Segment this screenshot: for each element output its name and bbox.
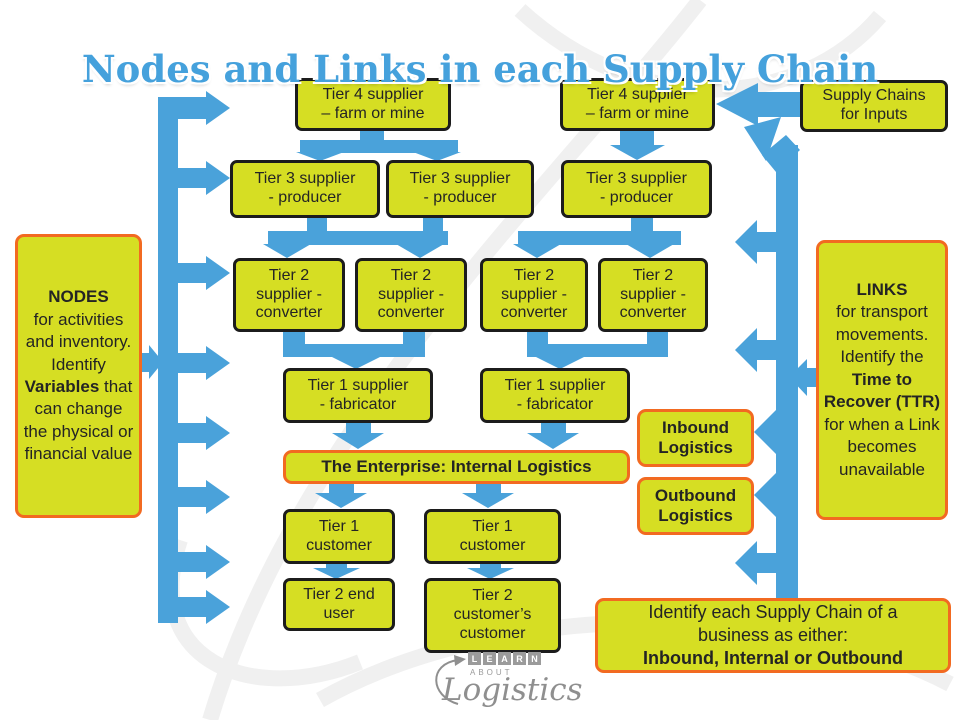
callout-links: LINKS for transport movements. Identify … (816, 240, 948, 520)
left-trunk-arrow (158, 91, 230, 624)
node-tier1-supplier-right: Tier 1 supplier- fabricator (480, 368, 630, 423)
node-tier3-left: Tier 3 supplier- producer (230, 160, 380, 218)
node-tier3-mid: Tier 3 supplier- producer (386, 160, 534, 218)
connector-tier1-to-enterprise (332, 422, 579, 449)
connector-tier4-right-to-tier3 (610, 131, 665, 160)
node-tier4-right: Tier 4 supplier– farm or mine (560, 78, 715, 131)
nodes-callout-title: NODES (48, 287, 109, 307)
slide-title: Nodes and Links in each Supply Chain (81, 46, 879, 91)
connector-tier3-right-to-tier2 (513, 218, 681, 258)
node-tier3-right: Tier 3 supplier- producer (561, 160, 712, 218)
connector-enterprise-to-customers (315, 483, 514, 508)
links-feed-arrow (789, 359, 816, 396)
callout-nodes: NODES for activities and inventory. Iden… (15, 234, 142, 518)
links-callout-title: LINKS (856, 280, 908, 300)
connector-customer-to-enduser (313, 563, 514, 579)
connector-tier3-left-to-tier2 (263, 218, 448, 258)
nodes-feed-arrow (139, 345, 163, 379)
supply-chains-arrow (716, 83, 800, 126)
node-enterprise: The Enterprise: Internal Logistics (283, 450, 630, 484)
learn-about-logistics-logo: L E A R N ABOUT Logistics (424, 648, 583, 716)
logo-swoosh-arrow-icon (435, 655, 466, 705)
node-tier1-supplier-left: Tier 1 supplier- fabricator (283, 368, 433, 423)
callout-identify-supply-chain: Identify each Supply Chain of a business… (595, 598, 951, 673)
logo-about-text: ABOUT (470, 668, 513, 677)
right-trunk-arrow (735, 117, 800, 598)
node-tier4-left: Tier 4 supplier– farm or mine (295, 78, 451, 131)
logo-logistics-script: Logistics (442, 672, 583, 708)
connector-tier2-to-tier1-left (283, 332, 425, 369)
logo-learn-tiles: L E A R N (468, 652, 541, 665)
connector-tier2-to-tier1-right (527, 332, 668, 369)
connector-tier4-left-to-tier3 (296, 131, 461, 161)
